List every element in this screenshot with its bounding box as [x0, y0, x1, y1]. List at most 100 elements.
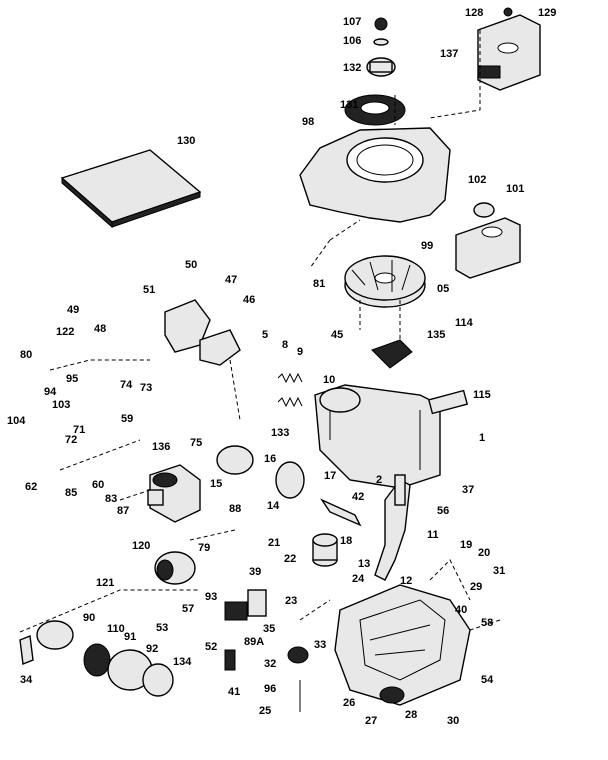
part-callout-label: 28 [405, 709, 417, 721]
washer [373, 38, 389, 46]
part-callout-label: 29 [470, 581, 482, 593]
part-callout-label: 34 [20, 674, 33, 686]
part-callout-label: 115 [473, 389, 491, 401]
part-callout-label: 135 [427, 329, 445, 341]
part-callout-label: 5 [262, 329, 268, 341]
ignition-module [371, 339, 413, 369]
part-callout-label: 136 [152, 441, 170, 453]
gear [379, 686, 405, 704]
part-callout-label: 83 [105, 493, 117, 505]
part-callout-label: 120 [132, 540, 150, 552]
part-callout-label: 114 [455, 317, 474, 329]
part-callout-label: 18 [340, 535, 352, 547]
nut [374, 17, 388, 31]
part-callout-label: 49 [67, 304, 79, 316]
part-callout-label: 2 [376, 474, 382, 486]
part-callout-label: 102 [468, 174, 486, 186]
valve-spring [277, 372, 303, 384]
part-callout-label: 33 [314, 639, 326, 651]
part-callout-label: 93 [205, 591, 217, 603]
part-callout-label: 89A [244, 636, 264, 648]
part-callout-label: 21 [268, 537, 280, 549]
part-callout-label: 27 [365, 715, 377, 727]
part-callout-label: 110 [107, 623, 125, 635]
part-callout-label: 22 [284, 553, 296, 565]
part-callout-label: 25 [259, 705, 271, 717]
part-callout-label: 71 [73, 424, 85, 436]
part-callout-label: 46 [243, 294, 255, 306]
part-callout-label: 11 [427, 529, 439, 541]
part-callout-label: 133 [271, 427, 289, 439]
part-callout-label: 132 [343, 62, 361, 74]
part-callout-label: 60 [92, 479, 104, 491]
piston [312, 533, 338, 567]
part-callout-label: 85 [65, 487, 77, 499]
primer-bulb [154, 551, 196, 585]
part-callout-label: 88 [229, 503, 241, 515]
part-callout-label: 39 [249, 566, 261, 578]
switch [224, 601, 248, 621]
part-callout-label: 59 [121, 413, 133, 425]
part-callout-label: 26 [343, 697, 355, 709]
part-callout-label: 73 [140, 382, 152, 394]
crankshaft [374, 474, 411, 581]
part-callout-label: 52 [205, 641, 217, 653]
part-callout-label: 134 [173, 656, 192, 668]
part-callout-label: 129 [538, 7, 556, 19]
part-callout-label: 74 [120, 379, 133, 391]
part-callout-label: 72 [65, 434, 77, 446]
part-callout-label: 12 [400, 575, 412, 587]
crankcase-base [334, 584, 471, 706]
tank-bracket [477, 14, 541, 91]
spark-plug-boot [287, 646, 309, 664]
part-callout-label: 47 [225, 274, 237, 286]
part-callout-label: 104 [7, 415, 26, 427]
part-callout-label: 121 [96, 577, 114, 589]
part-callout-label: 35 [263, 623, 275, 635]
part-callout-label: 98 [302, 116, 314, 128]
part-callout-label: 51 [143, 284, 155, 296]
part-callout-label: 94 [44, 386, 57, 398]
part-callout-label: 75 [190, 437, 202, 449]
part-callout-label: 80 [20, 349, 32, 361]
part-callout-label: 58 [481, 617, 493, 629]
part-callout-label: 17 [324, 470, 336, 482]
part-callout-label: 14 [267, 500, 280, 512]
part-callout-label: 81 [313, 278, 325, 290]
part-callout-label: 56 [437, 505, 449, 517]
screw [503, 7, 513, 17]
part-callout-label: 96 [264, 683, 276, 695]
part-callout-label: 128 [465, 7, 483, 19]
valve-spring [277, 396, 303, 408]
carburetor [147, 464, 201, 523]
part-callout-label: 37 [462, 484, 474, 496]
air-cleaner [19, 589, 200, 697]
part-callout-label: 54 [481, 674, 494, 686]
part-callout-label: 131 [340, 99, 358, 111]
gasket [199, 329, 241, 366]
part-callout-label: 13 [358, 558, 370, 570]
air-cleaner-adapter [216, 445, 254, 475]
part-callout-label: 91 [124, 631, 136, 643]
part-callout-label: 45 [331, 329, 343, 341]
part-callout-label: 23 [285, 595, 297, 607]
part-callout-label: 15 [210, 478, 222, 490]
muffler [455, 202, 521, 279]
part-callout-label: 122 [56, 326, 74, 338]
part-callout-label: 87 [117, 505, 129, 517]
part-callout-label: 9 [297, 346, 303, 358]
part-callout-label: 48 [94, 323, 106, 335]
part-callout-label: 1 [479, 432, 485, 444]
part-callout-label: 24 [352, 573, 365, 585]
part-callout-label: 53 [156, 622, 168, 634]
part-callout-label: 57 [182, 603, 194, 615]
part-callout-label: 79 [198, 542, 210, 554]
part-callout-label: 99 [421, 240, 433, 252]
part-callout-label: 41 [228, 686, 240, 698]
flywheel-screen [344, 94, 406, 126]
part-callout-label: 31 [493, 565, 505, 577]
bracket [247, 589, 267, 617]
